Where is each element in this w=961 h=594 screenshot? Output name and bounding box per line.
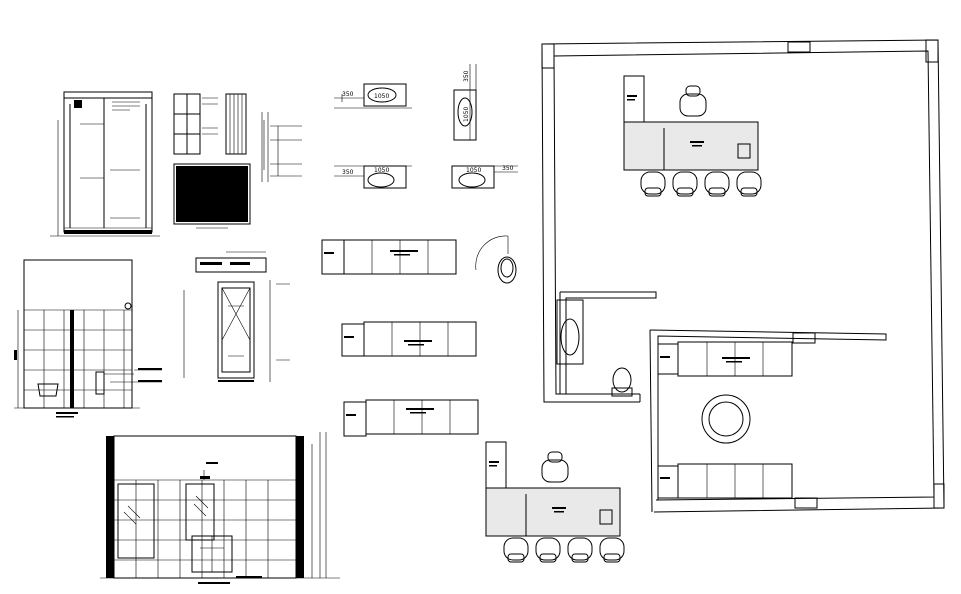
reception-desk-block	[485, 441, 625, 563]
dimension-label: 1050	[374, 93, 389, 100]
chair-icon	[640, 171, 666, 197]
shower-elevation	[100, 432, 340, 584]
office-floor-plan	[541, 39, 945, 513]
dimension-label: 1050	[466, 167, 481, 174]
dimension-label: 1050	[374, 167, 389, 174]
chair-icon	[704, 171, 730, 197]
toilet-wall-elevation	[14, 259, 162, 418]
chair-icon	[567, 537, 593, 563]
chair-icon	[541, 451, 569, 483]
wc-icon	[611, 367, 633, 397]
dimension-label: 1050	[463, 107, 470, 122]
chair-icon	[503, 537, 529, 563]
basin-details: 350 1050 350 1050 350 1050 1050 350	[334, 64, 518, 189]
sofa-details	[321, 235, 517, 437]
wc-icon	[37, 383, 59, 397]
cabinet-elevations	[50, 91, 302, 237]
round-table-icon	[701, 394, 751, 444]
chair-icon	[679, 85, 707, 117]
chair-icon	[672, 171, 698, 197]
chair-icon	[599, 537, 625, 563]
chair-icon	[535, 537, 561, 563]
wc-icon	[497, 256, 517, 284]
dimension-label: 350	[463, 70, 470, 82]
dimension-label: 350	[342, 91, 354, 98]
dimension-label: 350	[502, 165, 514, 172]
chair-icon	[736, 171, 762, 197]
door-detail	[183, 251, 290, 382]
dimension-label: 350	[342, 169, 354, 176]
